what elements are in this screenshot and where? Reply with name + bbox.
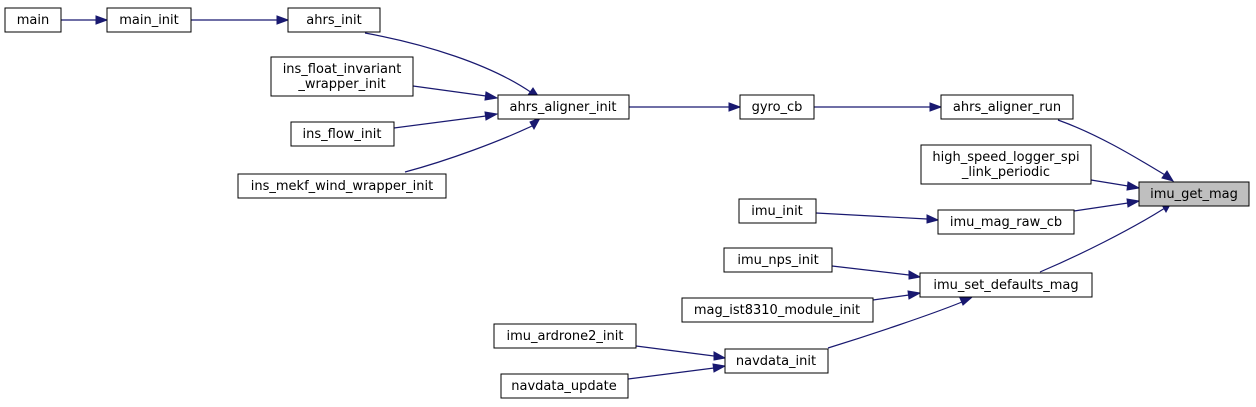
node-navdata-init-label: navdata_init — [736, 354, 816, 369]
edge-navdata-init-to-imu-set-defaults-mag — [827, 297, 973, 349]
edge-ahrs-aligner-init-to-gyro-cb — [629, 102, 742, 112]
node-high-speed-logger-label-line1: high_speed_logger_spi — [932, 150, 1079, 165]
node-ins-mekf-wind-wrapper-init[interactable]: ins_mekf_wind_wrapper_init — [237, 173, 447, 199]
node-main-init-label: main_init — [119, 13, 179, 28]
node-high-speed-logger-spi-link-periodic[interactable]: high_speed_logger_spi _link_periodic — [920, 144, 1092, 185]
edge-main-init-to-ahrs-init — [191, 15, 290, 25]
edge-navdata-update-to-navdata-init — [627, 363, 727, 380]
edge-ins-flow-init-to-ahrs-aligner-init — [393, 111, 499, 129]
edge-high-speed-logger-to-imu-get-mag — [1090, 179, 1141, 191]
node-imu-mag-raw-cb-label: imu_mag_raw_cb — [950, 215, 1062, 230]
edge-ahrs-aligner-run-to-imu-get-mag — [1057, 119, 1175, 182]
node-ahrs-aligner-run[interactable]: ahrs_aligner_run — [940, 94, 1074, 120]
node-main-label: main — [17, 13, 49, 28]
node-imu-init-label: imu_init — [751, 204, 803, 219]
node-imu-set-defaults-mag-label: imu_set_defaults_mag — [933, 278, 1078, 293]
node-ahrs-init[interactable]: ahrs_init — [287, 7, 381, 33]
edge-main-to-main-init — [61, 15, 109, 25]
node-mag-ist8310-label: mag_ist8310_module_init — [694, 303, 860, 318]
node-ins-float-invariant-wrapper-init[interactable]: ins_float_invariant _wrapper_init — [270, 56, 414, 97]
node-navdata-update[interactable]: navdata_update — [500, 373, 629, 399]
node-gyro-cb[interactable]: gyro_cb — [739, 94, 815, 120]
node-main-init[interactable]: main_init — [106, 7, 192, 33]
edge-imu-init-to-imu-mag-raw-cb — [815, 212, 940, 224]
node-ahrs-init-label: ahrs_init — [306, 13, 361, 28]
node-ahrs-aligner-init[interactable]: ahrs_aligner_init — [497, 94, 630, 120]
edge-imu-mag-raw-cb-to-imu-get-mag — [1073, 198, 1141, 212]
node-mag-ist8310-module-init[interactable]: mag_ist8310_module_init — [681, 297, 874, 323]
node-imu-get-mag[interactable]: imu_get_mag — [1138, 181, 1250, 207]
node-imu-get-mag-label: imu_get_mag — [1150, 187, 1238, 202]
node-imu-set-defaults-mag[interactable]: imu_set_defaults_mag — [919, 272, 1093, 298]
node-imu-nps-init-label: imu_nps_init — [737, 253, 818, 268]
node-ins-float-invariant-label-line2: _wrapper_init — [297, 77, 385, 92]
edge-imu-nps-init-to-imu-set-defaults-mag — [831, 265, 922, 280]
node-imu-ardrone2-init[interactable]: imu_ardrone2_init — [493, 323, 637, 349]
node-ahrs-aligner-run-label: ahrs_aligner_run — [953, 100, 1061, 115]
node-main[interactable]: main — [4, 7, 62, 33]
node-ins-float-invariant-label-line1: ins_float_invariant — [283, 62, 402, 77]
node-ins-flow-init[interactable]: ins_flow_init — [290, 121, 395, 147]
node-gyro-cb-label: gyro_cb — [752, 100, 803, 115]
edge-ins-float-invariant-to-ahrs-aligner-init — [412, 85, 499, 101]
edge-ins-mekf-wind-to-ahrs-aligner-init — [404, 117, 542, 173]
node-ins-mekf-wind-label: ins_mekf_wind_wrapper_init — [251, 179, 433, 194]
node-imu-ardrone2-init-label: imu_ardrone2_init — [507, 329, 624, 344]
node-navdata-update-label: navdata_update — [511, 379, 617, 394]
edge-gyro-cb-to-ahrs-aligner-run — [814, 102, 943, 112]
edge-mag-ist8310-to-imu-set-defaults-mag — [872, 290, 922, 301]
node-imu-nps-init[interactable]: imu_nps_init — [723, 247, 833, 273]
edge-imu-ardrone2-init-to-navdata-init — [635, 345, 727, 361]
node-imu-init[interactable]: imu_init — [738, 198, 817, 224]
node-high-speed-logger-label-line2: _link_periodic — [961, 165, 1050, 180]
node-navdata-init[interactable]: navdata_init — [724, 348, 829, 374]
node-ahrs-aligner-init-label: ahrs_aligner_init — [510, 100, 617, 115]
node-ins-flow-init-label: ins_flow_init — [303, 127, 382, 142]
node-imu-mag-raw-cb[interactable]: imu_mag_raw_cb — [937, 209, 1075, 235]
